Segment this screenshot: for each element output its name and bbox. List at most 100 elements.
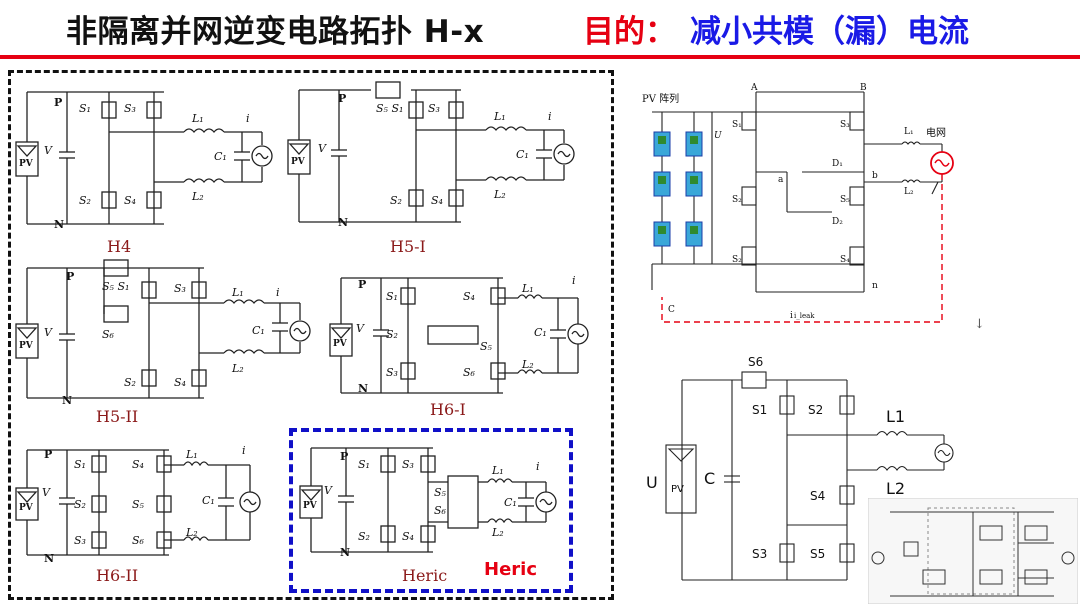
svg-text:PV: PV <box>333 339 348 349</box>
svg-text:S₁: S₁ <box>358 458 370 471</box>
svg-text:S₆: S₆ <box>102 328 115 341</box>
inductor-l2-label: L2 <box>886 479 905 498</box>
svg-text:S₃: S₃ <box>840 120 850 130</box>
svg-text:i: i <box>790 311 793 321</box>
heric-highlight-label: Heric <box>484 559 537 580</box>
svg-text:S₂: S₂ <box>79 194 91 207</box>
svg-text:P: P <box>338 92 346 105</box>
svg-text:S₄: S₄ <box>402 530 414 543</box>
svg-text:V: V <box>44 144 53 157</box>
svg-text:PV: PV <box>19 159 34 169</box>
svg-text:C₁: C₁ <box>214 150 227 163</box>
svg-text:S₃: S₃ <box>174 282 186 295</box>
svg-text:L₁: L₁ <box>231 286 244 299</box>
svg-text:N: N <box>358 382 368 395</box>
svg-text:L₂: L₂ <box>191 190 204 203</box>
label-h6-ii: H6-II <box>96 566 139 585</box>
svg-text:N: N <box>62 394 72 407</box>
svg-text:S₁: S₁ <box>79 102 91 115</box>
svg-text:V: V <box>324 484 333 497</box>
svg-text:S₄: S₄ <box>132 458 144 471</box>
svg-text:PV: PV <box>19 341 34 351</box>
svg-text:S₆: S₆ <box>463 366 476 379</box>
purpose-prefix: 目的： <box>583 14 676 50</box>
svg-text:S₄: S₄ <box>174 376 186 389</box>
svg-text:C₁: C₁ <box>534 326 547 339</box>
label-h5-i: H5-I <box>390 237 426 256</box>
svg-text:V: V <box>318 142 327 155</box>
svg-text:PV: PV <box>19 503 34 513</box>
svg-text:N: N <box>54 218 64 231</box>
node-a-label: A <box>750 83 758 93</box>
svg-text:U: U <box>714 131 722 141</box>
grid-label: 电网 <box>926 126 946 139</box>
leak-current-label: i_leak <box>794 312 815 320</box>
purpose-text: 减小共模（漏）电流 <box>690 14 969 50</box>
svg-text:D₂: D₂ <box>832 217 843 227</box>
svg-text:V: V <box>42 486 51 499</box>
svg-text:S₁: S₁ <box>74 458 86 471</box>
switch-s4-label: S4 <box>810 489 825 503</box>
svg-text:S₆: S₆ <box>132 534 145 547</box>
svg-text:S₂: S₂ <box>358 530 370 543</box>
svg-text:L₁: L₁ <box>493 110 506 123</box>
svg-text:L₁: L₁ <box>521 282 534 295</box>
svg-text:V: V <box>44 326 53 339</box>
svg-text:S₄: S₄ <box>840 255 850 265</box>
svg-text:L₂: L₂ <box>493 188 506 201</box>
svg-text:N: N <box>340 546 350 559</box>
capacitor-c-label: C <box>704 469 715 488</box>
circuit-h6-simplified: S6 S1 S2 S4 S3 S5 L1 L2 U C PV <box>646 355 954 581</box>
svg-text:C₁: C₁ <box>516 148 529 161</box>
svg-text:S₂: S₂ <box>74 498 86 511</box>
svg-text:PV: PV <box>303 501 318 511</box>
svg-text:C: C <box>668 305 675 315</box>
svg-text:L₁: L₁ <box>904 127 914 137</box>
svg-text:L₂: L₂ <box>491 526 504 539</box>
svg-text:S₃: S₃ <box>386 366 398 379</box>
svg-text:P: P <box>54 96 62 109</box>
svg-text:S₃: S₃ <box>402 458 414 471</box>
svg-text:L₂: L₂ <box>521 358 534 371</box>
svg-text:C₁: C₁ <box>202 494 215 507</box>
svg-text:PV: PV <box>291 157 306 167</box>
svg-text:i: i <box>246 112 250 125</box>
svg-text:i: i <box>536 460 540 473</box>
svg-text:i: i <box>572 274 576 287</box>
svg-text:S₂: S₂ <box>124 376 136 389</box>
svg-text:D₁: D₁ <box>832 159 843 169</box>
svg-text:i: i <box>242 444 246 457</box>
svg-text:L₁: L₁ <box>185 448 198 461</box>
node-b-label: B <box>860 83 867 93</box>
svg-text:S₂: S₂ <box>386 328 398 341</box>
pv-array-label: PV 阵列 <box>642 92 679 105</box>
svg-text:L₂: L₂ <box>185 526 198 539</box>
page-title: 非隔离并网逆变电路拓扑 H-x <box>66 14 485 50</box>
svg-text:i: i <box>548 110 552 123</box>
label-heric: Heric <box>402 566 448 585</box>
svg-text:S₄: S₄ <box>431 194 443 207</box>
svg-text:S₂: S₂ <box>390 194 402 207</box>
switch-s6-label: S6 <box>748 355 763 369</box>
svg-text:S₅: S₅ <box>132 498 145 511</box>
svg-text:N: N <box>338 216 348 229</box>
switch-s1-label: S1 <box>752 403 767 417</box>
switch-s5-label: S5 <box>810 547 825 561</box>
label-h5-ii: H5-II <box>96 407 139 426</box>
svg-text:P: P <box>44 448 52 461</box>
svg-text:S₅: S₅ <box>434 486 447 499</box>
svg-text:P: P <box>358 278 366 291</box>
svg-text:L₂: L₂ <box>904 187 914 197</box>
svg-text:N: N <box>44 552 54 562</box>
label-h6-i: H6-I <box>430 400 466 419</box>
switch-s3-label: S3 <box>752 547 767 561</box>
voltage-u-label: U <box>646 473 658 492</box>
svg-text:C₁: C₁ <box>252 324 265 337</box>
